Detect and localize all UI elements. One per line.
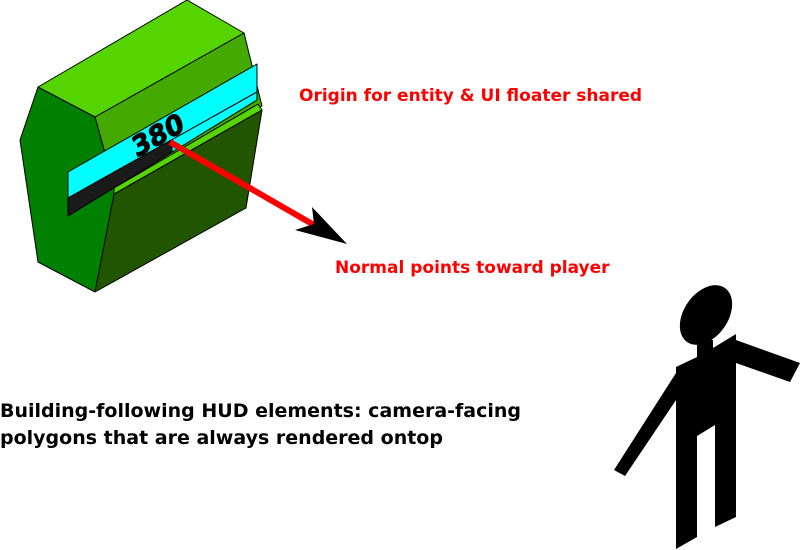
caption-line-2: polygons that are always rendered ontop <box>0 427 443 449</box>
origin-label: Origin for entity & UI floater shared <box>299 86 642 106</box>
normal-arrow-shaft <box>168 139 316 228</box>
normal-label: Normal points toward player <box>335 258 610 278</box>
hud-health-bar-empty <box>67 139 173 217</box>
hud-floater: 380 <box>67 63 258 217</box>
normal-arrow-head <box>295 207 347 244</box>
player-body <box>614 334 800 549</box>
player-figure <box>614 285 800 549</box>
normal-arrow <box>168 139 347 244</box>
caption-line-1: Building-following HUD elements: camera-… <box>0 400 521 422</box>
player-head <box>679 285 733 345</box>
